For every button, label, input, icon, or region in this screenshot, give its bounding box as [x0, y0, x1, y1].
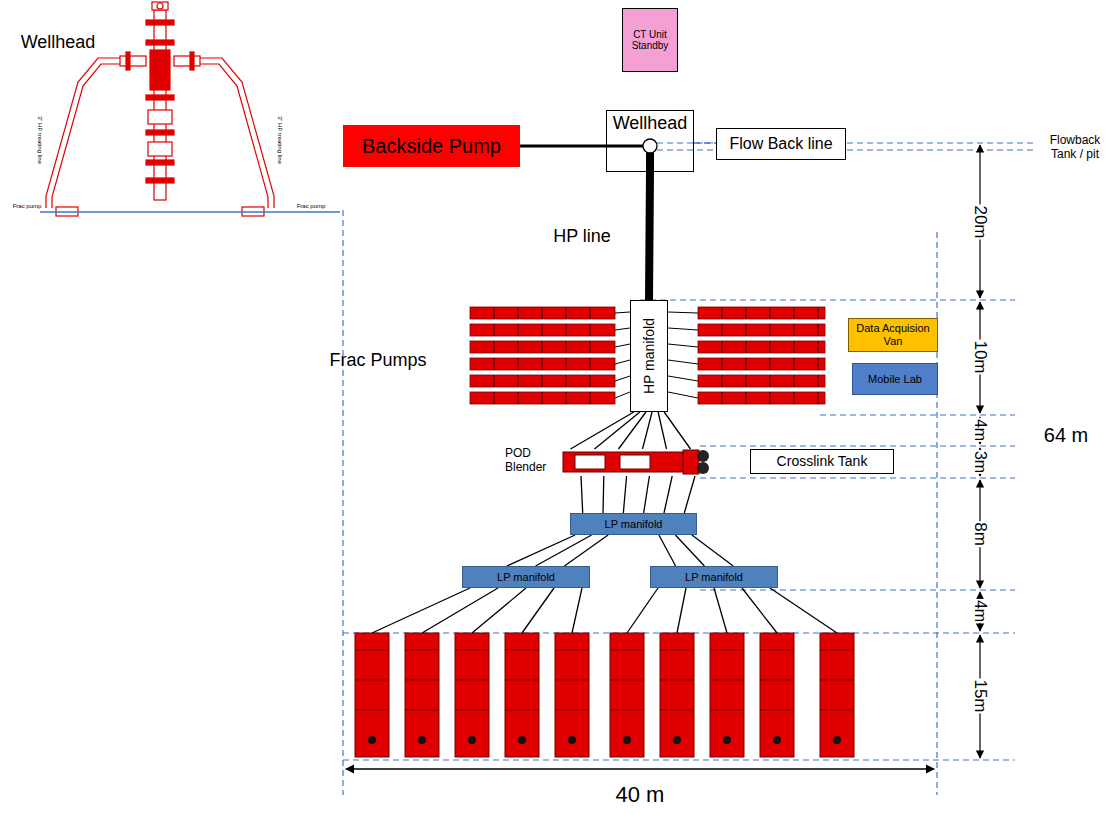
- connector-line: [644, 476, 650, 513]
- connector-line: [564, 535, 608, 566]
- dimension-label: 40 m: [616, 782, 665, 807]
- frac-pump: [470, 341, 630, 353]
- node-label: LP manifold: [605, 518, 663, 531]
- dimension-label: 4m: [971, 599, 989, 623]
- frac-pump: [470, 307, 630, 319]
- dimension-label: 10m: [970, 339, 990, 374]
- dimension-guides: [343, 143, 1035, 795]
- frac-tank: [660, 588, 694, 757]
- manifold-box: HP manifold: [630, 300, 668, 412]
- frac-tank: [355, 588, 470, 757]
- dimension-label: 3m: [971, 450, 989, 474]
- backside-line-stub: [606, 145, 643, 148]
- connector-line: [694, 142, 716, 143]
- part-label: 3" HP treating line: [37, 116, 44, 164]
- frac-pump: [668, 358, 825, 370]
- dimension-label: 20m: [970, 204, 990, 239]
- node-label: Flow Back line: [729, 135, 832, 153]
- connector-line: [675, 535, 704, 566]
- wellhead-box: Wellhead: [606, 110, 694, 172]
- frac-pump: [668, 324, 825, 336]
- connector-line: [643, 412, 653, 449]
- connector-line: [649, 172, 650, 300]
- node-label: Crosslink Tank: [777, 453, 868, 469]
- wellhead-symbol: [643, 139, 657, 153]
- standby-unit-box: CT Unit Standby: [622, 8, 678, 72]
- node-label: Backside Pump: [362, 135, 501, 158]
- part-label: Flowback Tank / pit: [1043, 134, 1107, 162]
- pumps-and-tanks: [355, 145, 980, 758]
- frac-tank: [710, 588, 744, 757]
- van-box: Data Acquision Van: [848, 318, 938, 352]
- dimension-label: 4m: [971, 418, 989, 442]
- connector-line: [664, 476, 672, 513]
- node-label: Data Acquision Van: [852, 322, 934, 347]
- connector-line: [664, 412, 690, 449]
- frac-tank: [505, 588, 554, 757]
- part-label: Frac pump: [13, 203, 42, 210]
- frac-tank: [770, 588, 854, 757]
- connector-line: [659, 535, 676, 566]
- frac-tank: [610, 588, 658, 757]
- frac-pump: [668, 392, 825, 404]
- node-label: LP manifold: [497, 571, 555, 584]
- dimension-label: 8m: [970, 521, 990, 547]
- frac-pump: [668, 341, 825, 353]
- node-label: LP manifold: [685, 571, 743, 584]
- manifold-box: LP manifold: [462, 566, 590, 588]
- connector-line: [536, 535, 592, 566]
- part-label: Wellhead: [21, 32, 96, 53]
- frac-pump: [470, 324, 630, 336]
- part-label: HP line: [553, 226, 611, 247]
- node-label: Wellhead: [613, 113, 688, 134]
- frac-tank: [405, 588, 498, 757]
- dimension-label: 64 m: [1044, 424, 1088, 447]
- connector-line: [684, 476, 695, 513]
- blender-truck: [563, 450, 709, 474]
- manifold-box: LP manifold: [570, 513, 697, 535]
- width-dimension-arrow: [346, 768, 934, 769]
- connector-line: [602, 476, 604, 513]
- connector-line: [623, 476, 626, 513]
- node-label: Mobile Lab: [868, 373, 922, 386]
- node-label: CT Unit Standby: [626, 29, 674, 52]
- manifold-box: LP manifold: [650, 566, 778, 588]
- frac-pump: [668, 375, 825, 387]
- part-label: 3" HP treating line: [277, 116, 284, 164]
- connector-line: [581, 476, 583, 513]
- dimension-label: 15m: [970, 678, 990, 713]
- connector-line: [692, 535, 733, 566]
- connector-line: [595, 412, 640, 449]
- node-label: HP manifold: [641, 318, 657, 394]
- frac-pump: [470, 358, 630, 370]
- connector-line: [658, 412, 666, 449]
- frac-pump: [470, 392, 630, 404]
- lab-box: Mobile Lab: [852, 363, 938, 395]
- connector-line: [619, 412, 646, 449]
- frac-tank: [742, 588, 794, 757]
- flowback-line-box: Flow Back line: [716, 128, 846, 160]
- hp-line-stub: [646, 153, 654, 172]
- frac-tank: [555, 588, 589, 757]
- connector-line: [520, 145, 606, 148]
- pump-box: Backside Pump: [343, 125, 520, 167]
- tank-box: Crosslink Tank: [750, 449, 894, 474]
- ground-line: [40, 211, 340, 213]
- blender-node: POD Blender: [563, 449, 713, 476]
- node-label: POD Blender: [505, 447, 557, 475]
- part-label: Frac Pumps: [329, 350, 426, 371]
- part-label: Frac pump: [297, 203, 326, 210]
- frac-pump: [668, 307, 825, 319]
- frac-pump: [470, 375, 630, 387]
